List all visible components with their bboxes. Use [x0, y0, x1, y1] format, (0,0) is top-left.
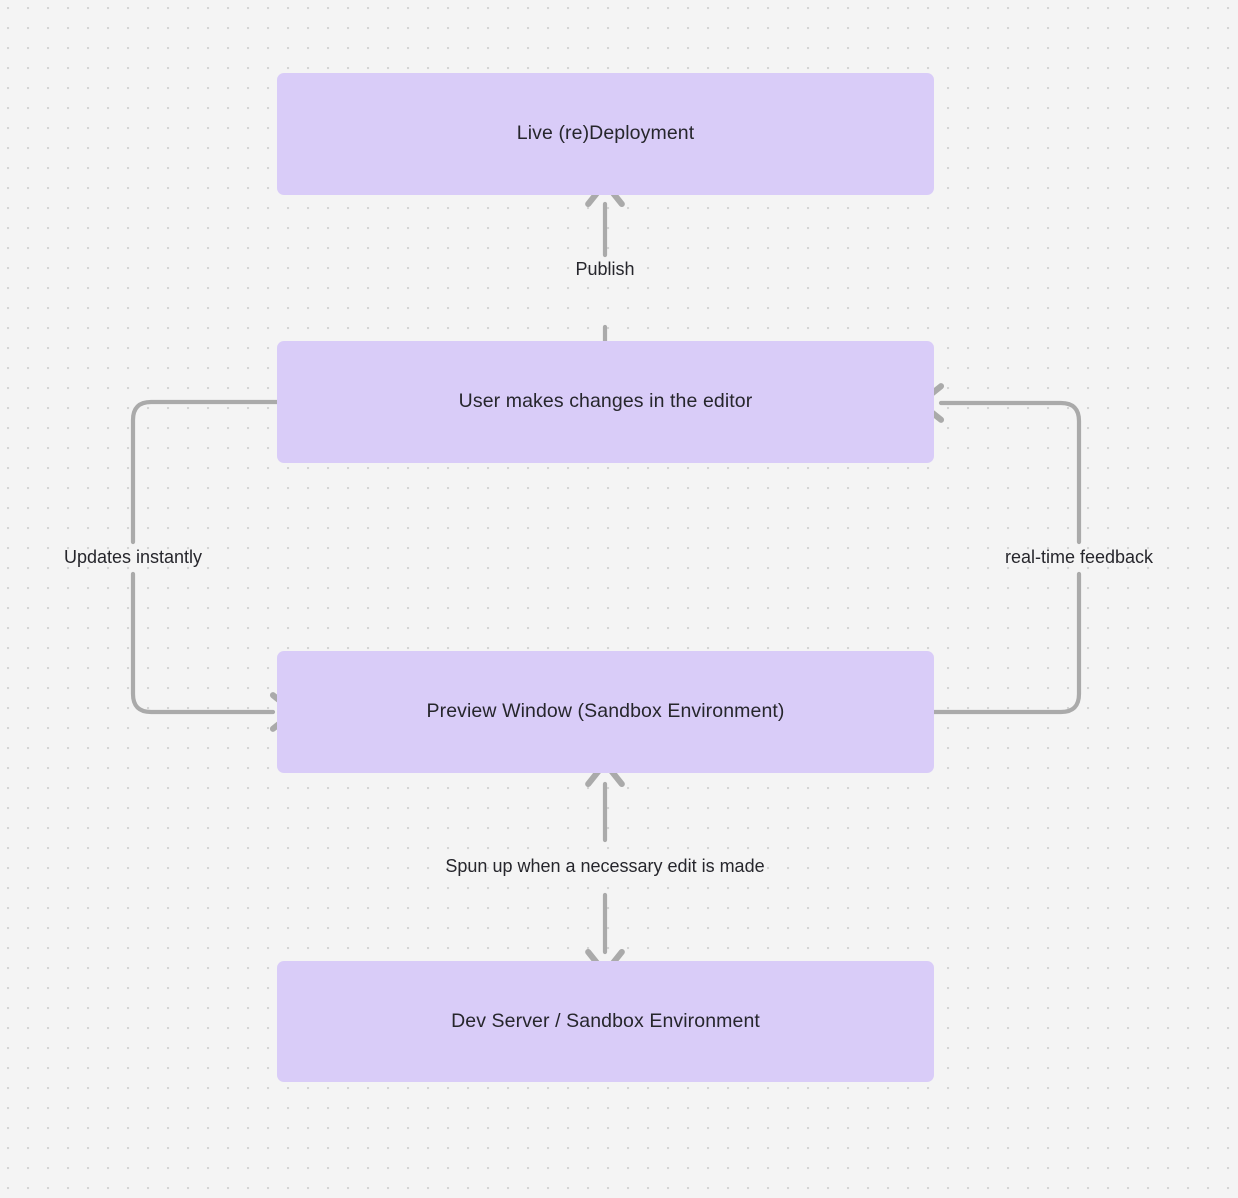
node-dev-server[interactable]: Dev Server / Sandbox Environment	[277, 961, 934, 1082]
node-preview-window[interactable]: Preview Window (Sandbox Environment)	[277, 651, 934, 773]
node-live-deployment[interactable]: Live (re)Deployment	[277, 73, 934, 195]
node-user-edits[interactable]: User makes changes in the editor	[277, 341, 934, 463]
node-label: Live (re)Deployment	[516, 122, 695, 145]
edge-label-spun-up: Spun up when a necessary edit is made	[445, 856, 765, 877]
edge-label-real-time-feedback: real-time feedback	[1004, 547, 1154, 568]
node-label: User makes changes in the editor	[458, 390, 753, 413]
edge-label-publish: Publish	[575, 259, 635, 280]
edge-label-updates-instantly: Updates instantly	[63, 547, 203, 568]
node-label: Dev Server / Sandbox Environment	[451, 1009, 760, 1032]
node-label: Preview Window (Sandbox Environment)	[426, 700, 785, 723]
